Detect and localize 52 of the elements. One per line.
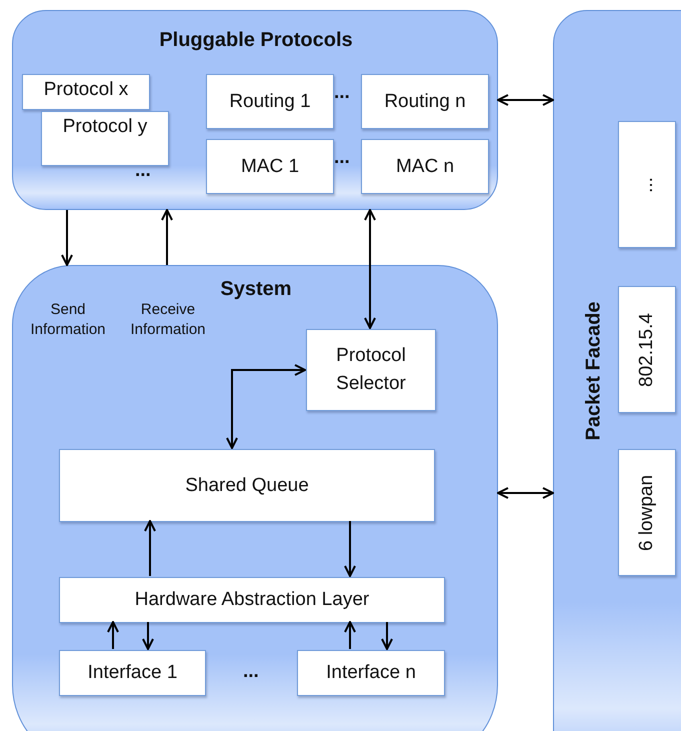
arrow bbox=[107, 621, 119, 649]
component-box bbox=[361, 74, 489, 129]
container-panel bbox=[12, 265, 498, 731]
container-panel bbox=[12, 10, 498, 210]
arrow bbox=[364, 209, 376, 329]
box-label: Routing n bbox=[384, 90, 466, 112]
box-label: Protocol Selector bbox=[335, 344, 407, 396]
arrow bbox=[344, 621, 356, 649]
box-label: MAC n bbox=[396, 156, 454, 178]
component-box bbox=[618, 286, 676, 413]
box-label: ... bbox=[636, 176, 658, 192]
component-box bbox=[206, 139, 334, 194]
arrow bbox=[344, 521, 356, 577]
box-label: Protocol y bbox=[62, 116, 148, 138]
arrow-label: Receive Information bbox=[129, 300, 207, 339]
ellipsis: ... bbox=[243, 661, 259, 683]
ellipsis: ... bbox=[135, 160, 151, 182]
arrow bbox=[226, 364, 306, 449]
group-heading: System bbox=[219, 278, 293, 301]
box-label: Routing 1 bbox=[229, 90, 311, 112]
box-label: Interface 1 bbox=[88, 662, 178, 684]
arrow bbox=[161, 209, 173, 265]
arrow bbox=[497, 487, 554, 499]
box-label: Hardware Abstraction Layer bbox=[134, 589, 370, 611]
ellipsis: ... bbox=[334, 82, 350, 104]
arrow bbox=[497, 94, 554, 106]
component-box bbox=[206, 74, 334, 129]
arrow bbox=[381, 622, 393, 650]
box-label: 6 lowpan bbox=[636, 474, 658, 551]
arrow-label: Send Information bbox=[29, 300, 107, 339]
box-label: Interface n bbox=[326, 662, 416, 684]
component-box bbox=[22, 74, 150, 110]
component-box bbox=[41, 111, 169, 166]
box-label: Shared Queue bbox=[185, 474, 309, 496]
arrow bbox=[142, 622, 154, 650]
component-box bbox=[618, 449, 676, 576]
ellipsis: ... bbox=[334, 147, 350, 169]
component-box bbox=[361, 139, 489, 194]
component-box bbox=[306, 329, 436, 411]
box-label: 802.15.4 bbox=[636, 312, 658, 386]
component-box bbox=[59, 577, 445, 623]
container-panel bbox=[553, 10, 681, 731]
arrow bbox=[144, 520, 156, 576]
group-heading: Pluggable Protocols bbox=[158, 29, 354, 52]
box-label: Protocol x bbox=[44, 79, 128, 101]
component-box bbox=[59, 449, 435, 522]
component-box bbox=[618, 121, 676, 248]
component-box bbox=[59, 650, 206, 696]
group-heading: Packet Facade bbox=[582, 302, 606, 440]
box-label: MAC 1 bbox=[240, 156, 300, 178]
arrow bbox=[61, 210, 73, 266]
component-box bbox=[297, 650, 445, 696]
